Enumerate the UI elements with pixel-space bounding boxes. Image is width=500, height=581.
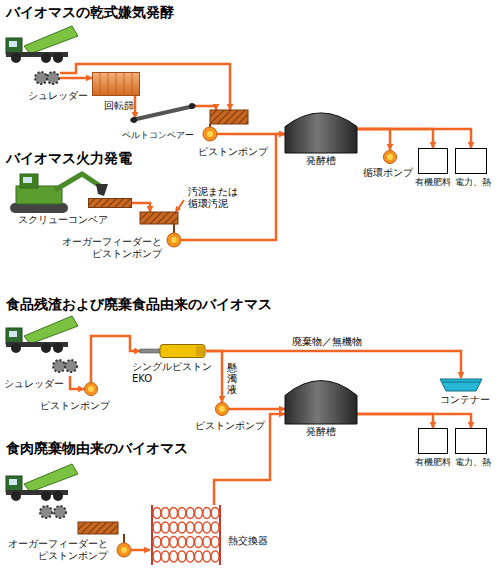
flow-line xyxy=(357,414,433,428)
equipment-label: オーガーフィーダーと ピストンポンプ xyxy=(58,236,162,260)
output-box-shape xyxy=(418,148,448,174)
fermentation-tank-shape xyxy=(285,372,357,424)
fermentation-tank: 発酵槽 xyxy=(285,105,357,153)
single-piston-shape xyxy=(140,344,206,358)
shredder-shape xyxy=(52,356,78,376)
piston-pump-shape xyxy=(84,382,98,396)
shredder-symbol xyxy=(40,506,66,518)
input-note: 汚泥または 循環汚泥 xyxy=(188,186,244,210)
equipment-label: シングルピストン EKO xyxy=(132,361,216,385)
flow-label: 懸濁液 xyxy=(227,362,237,395)
equipment-label: 循環ポンプ xyxy=(363,167,413,179)
circulation-pump-shape xyxy=(383,150,397,164)
flow-line xyxy=(194,106,216,110)
flow-line xyxy=(206,351,461,378)
flow-line xyxy=(206,351,222,402)
shredder: シュレッダー xyxy=(34,68,60,88)
container-shape xyxy=(440,378,482,392)
equipment-label: 発酵槽 xyxy=(306,426,336,438)
equipment-label: 回転篩 xyxy=(104,100,134,112)
flow-line xyxy=(229,408,285,411)
equipment-label: 電力、熱 xyxy=(455,457,491,468)
belt-conveyor-shape xyxy=(128,100,198,124)
rotary-sieve-shape xyxy=(92,72,140,96)
flow-line xyxy=(132,203,150,212)
flow-line xyxy=(181,134,285,240)
flow-line xyxy=(60,77,92,80)
flow-line xyxy=(134,96,137,118)
equipment-label: シュレッダー xyxy=(28,90,88,102)
flow-line xyxy=(131,549,150,552)
equipment-label: ピストンポンプ xyxy=(198,146,268,158)
screw-conveyor: スクリューコンベア xyxy=(88,198,132,208)
equipment-label: 有機肥料 xyxy=(415,177,451,188)
sludge-arrow xyxy=(175,200,184,213)
output-box: 有機肥料 xyxy=(418,428,448,454)
auger-feeder: オーガーフィーダーと ピストンポンプ xyxy=(78,522,132,558)
heat-exchanger-shape xyxy=(150,505,222,565)
section-heading: バイオマスの乾式嫌気発酵 xyxy=(6,4,174,21)
auger-feeder: オーガーフィーダーと ピストンポンプ xyxy=(140,212,182,248)
output-box-shape xyxy=(455,148,487,174)
fermentation-tank-shape xyxy=(285,105,357,153)
piston-pump: ピストンポンプ xyxy=(202,110,248,144)
equipment-label: コンテナー xyxy=(440,394,490,406)
piston-pump-shape xyxy=(215,402,229,416)
single-piston: シングルピストン EKO xyxy=(140,344,206,358)
equipment-label: オーガーフィーダーと ピストンポンプ xyxy=(4,538,108,562)
output-box-shape xyxy=(418,428,448,454)
fermentation-tank: 発酵槽 xyxy=(285,372,357,424)
flow-line xyxy=(357,129,433,148)
piston-pump-shape xyxy=(202,110,248,144)
flow-line xyxy=(357,414,471,428)
piston-pump: ピストンポンプ xyxy=(215,402,229,416)
belt-conveyor: ベルトコンベアー xyxy=(128,100,198,124)
output-box: 電力、熱 xyxy=(455,428,487,454)
equipment-label: 熱交換器 xyxy=(228,535,268,547)
section-heading: 食肉廃棄物由来のバイオマス xyxy=(6,440,188,457)
section-heading: 食品残渣および廃棄食品由来のバイオマス xyxy=(6,296,272,313)
equipment-label: 有機肥料 xyxy=(415,457,451,468)
equipment-label: ベルトコンベアー xyxy=(122,130,194,141)
output-box-shape xyxy=(455,428,487,454)
screw-conveyor-shape xyxy=(88,198,132,208)
piston-pump: ピストンポンプ xyxy=(84,382,98,396)
container: コンテナー xyxy=(440,378,482,392)
truck xyxy=(6,464,78,501)
section-heading: バイオマス火力発電 xyxy=(6,150,132,167)
truck xyxy=(6,316,78,353)
equipment-label: ピストンポンプ xyxy=(40,400,110,412)
output-box: 電力、熱 xyxy=(455,148,487,174)
flow-line xyxy=(357,129,471,148)
flow-label: 廃棄物／無機物 xyxy=(292,336,362,348)
truck xyxy=(6,26,78,63)
equipment-label: 発酵槽 xyxy=(306,155,336,167)
equipment-label: ピストンポンプ xyxy=(195,420,265,432)
flow-line xyxy=(70,376,84,389)
rotary-sieve: 回転篩 xyxy=(92,72,140,96)
heat-exchanger: 熱交換器 xyxy=(150,505,222,565)
equipment-label: スクリューコンベア xyxy=(18,214,108,226)
flow-line xyxy=(357,129,390,150)
equipment-label: 電力、熱 xyxy=(455,177,491,188)
shredder-shape xyxy=(34,68,60,88)
equipment-label: シュレッダー xyxy=(4,378,64,390)
output-box: 有機肥料 xyxy=(418,148,448,174)
flow-line xyxy=(60,64,230,110)
shredder: シュレッダー xyxy=(52,356,78,376)
circulation-pump: 循環ポンプ xyxy=(383,150,397,164)
